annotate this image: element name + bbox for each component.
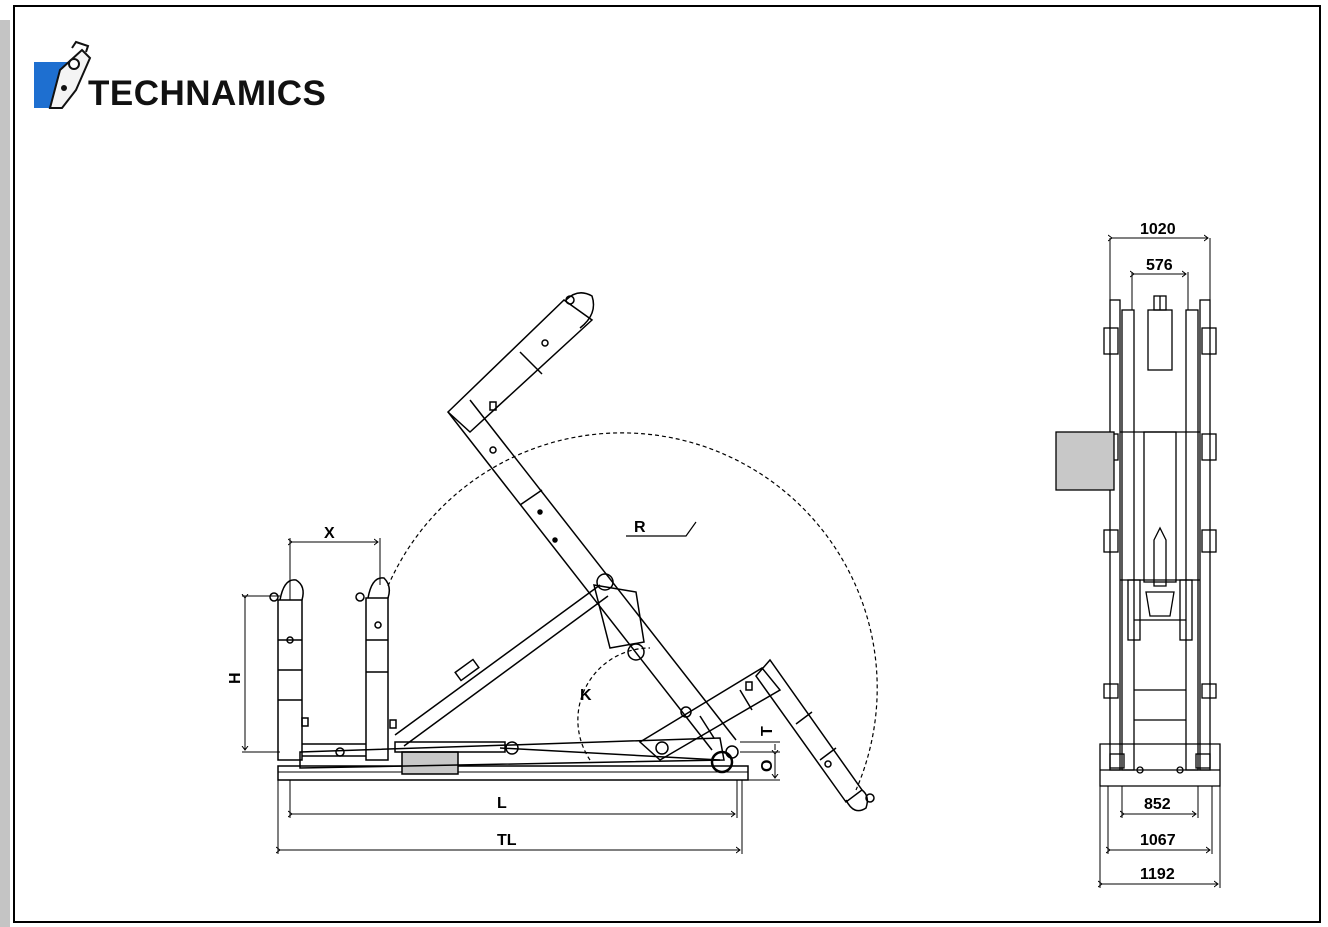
dim-label-o: O — [759, 760, 776, 772]
dim-label-r: R — [634, 519, 646, 536]
radius-r-arc — [387, 432, 878, 791]
boom-pivot-plate — [592, 584, 645, 649]
brand-name: TECHNAMICS — [88, 74, 327, 113]
rear-grey-block — [1055, 431, 1115, 491]
rear-view — [1055, 238, 1221, 888]
rear-dim-1192: 1192 — [1140, 866, 1175, 883]
left-edge-strip — [0, 20, 10, 927]
grey-block — [401, 751, 459, 775]
hook-loader-logo-icon — [34, 40, 92, 109]
radius-k-arc — [577, 647, 651, 761]
base-cylinder — [394, 741, 506, 753]
rear-dim-576: 576 — [1146, 257, 1173, 274]
side-view — [242, 292, 878, 854]
dim-label-tl: TL — [497, 832, 517, 849]
rear-dim-1067: 1067 — [1140, 832, 1176, 849]
main-boom-raised — [447, 399, 737, 751]
dim-label-x: X — [324, 525, 335, 542]
subframe-rail — [277, 765, 749, 781]
rear-dim-1020: 1020 — [1140, 221, 1176, 238]
dim-label-k: K — [580, 687, 592, 704]
lift-cylinder — [394, 584, 609, 747]
hook-arm-raised — [446, 292, 595, 434]
hook-arm-tipped — [638, 658, 875, 812]
dim-label-t: T — [759, 726, 776, 736]
rear-dim-852: 852 — [1144, 796, 1171, 813]
dim-label-l: L — [497, 795, 507, 812]
brand-logo — [32, 40, 372, 112]
base-cylinder-frame — [299, 737, 725, 769]
hook-arm-retracted — [269, 577, 397, 761]
dim-label-h: H — [227, 672, 244, 684]
drawing-frame — [13, 5, 1321, 923]
